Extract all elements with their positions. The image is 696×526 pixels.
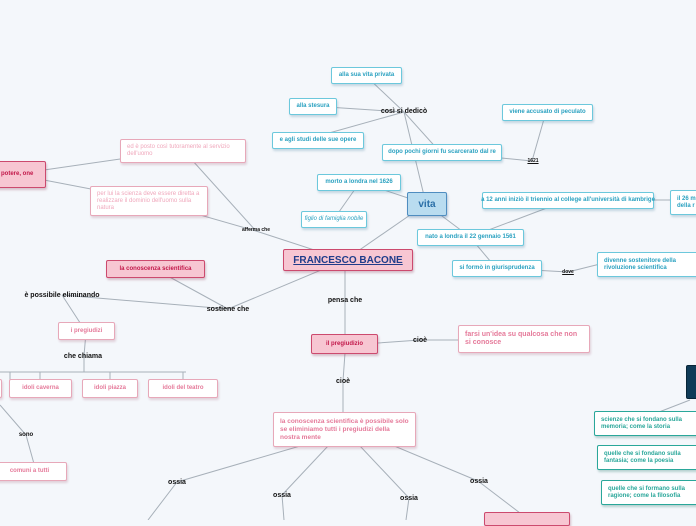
idoli-piazza-node[interactable]: idoli piazza: [82, 379, 138, 398]
scienze-memoria-node[interactable]: scienze che si fondano sulla memoria; co…: [594, 411, 696, 436]
vita-node[interactable]: vita: [407, 192, 447, 216]
afferma-che-label: afferma che: [241, 227, 271, 233]
figlio-node[interactable]: figlio di famiglia nobile: [301, 211, 367, 228]
comuni-node[interactable]: comuni a tutti: [0, 462, 67, 481]
che-chiama-label: che chiama: [63, 352, 103, 360]
central-topic[interactable]: FRANCESCO BACONE: [283, 249, 413, 271]
cioe-label-1: cioè: [412, 336, 427, 344]
sono-label: sono: [18, 432, 34, 438]
idoli-teatro-node[interactable]: idoli del teatro: [148, 379, 218, 398]
ossia-label-1: ossia: [168, 478, 186, 486]
ossia-label-4: ossia: [470, 477, 488, 485]
nato-node[interactable]: nato a londra il 22 gennaio 1561: [417, 229, 524, 246]
pregiudizi-node[interactable]: i pregiudizi: [58, 322, 115, 340]
posto-servizio-node[interactable]: ed è posto così tutoramente al servizio …: [120, 139, 246, 163]
conoscenza-scientifica-node[interactable]: la conoscenza scientifica: [106, 260, 205, 278]
il-pregiudizio-node[interactable]: il pregiudizio: [311, 334, 378, 354]
ossia-label-3: ossia: [400, 494, 418, 502]
conoscenza-eliminando-node[interactable]: la conoscenza scientifica è possibile so…: [273, 412, 416, 447]
morto-node[interactable]: morto a londra nel 1626: [317, 174, 401, 191]
farsi-idea-node[interactable]: farsi un'idea su qualcosa che non si con…: [458, 325, 590, 353]
cosi-si-dedico-label: così si dedicò: [380, 107, 428, 115]
dove-label: dove: [562, 268, 574, 275]
potere-node[interactable]: potere, one: [0, 161, 46, 188]
scarcerato-node[interactable]: dopo pochi giorni fu scarcerato dal re: [382, 144, 502, 161]
studi-opere-node[interactable]: e agli studi delle sue opere: [272, 132, 364, 149]
accusato-node[interactable]: viene accusato di peculato: [502, 104, 593, 121]
per-lui-node[interactable]: per lui la scienza deve essere diretta a…: [90, 186, 208, 216]
stesura-node[interactable]: alla stesura: [289, 98, 337, 115]
sostenitore-node[interactable]: divenne sostenitore della rivoluzione sc…: [597, 252, 696, 277]
formo-node[interactable]: si formò in giurisprudenza: [452, 260, 542, 277]
possibile-eliminando-label: è possibile eliminando: [24, 291, 100, 299]
idoli-partial-node[interactable]: [0, 379, 2, 398]
bottom-pink-node[interactable]: [484, 512, 570, 526]
pensa-che-label: pensa che: [327, 296, 363, 304]
scienze-ragione-node[interactable]: quelle che si formano sulla ragione; com…: [601, 480, 696, 505]
dark-topic-node[interactable]: [686, 365, 696, 399]
sua-vita-privata-node[interactable]: alla sua vita privata: [331, 67, 402, 84]
idoli-caverna-node[interactable]: idoli caverna: [9, 379, 72, 398]
ossia-label-2: ossia: [273, 491, 291, 499]
sostiene-che-label: sostiene che: [206, 305, 250, 313]
il-26-node[interactable]: il 26 m della r: [670, 190, 696, 215]
trinity-node[interactable]: a 12 anni iniziò il triennio al college …: [481, 192, 655, 209]
cioe-label-2: cioè: [335, 377, 350, 385]
scienze-fantasia-node[interactable]: quelle che si fondano sulla fantasia; co…: [597, 445, 696, 470]
year-1621-label: 1621: [527, 157, 539, 164]
